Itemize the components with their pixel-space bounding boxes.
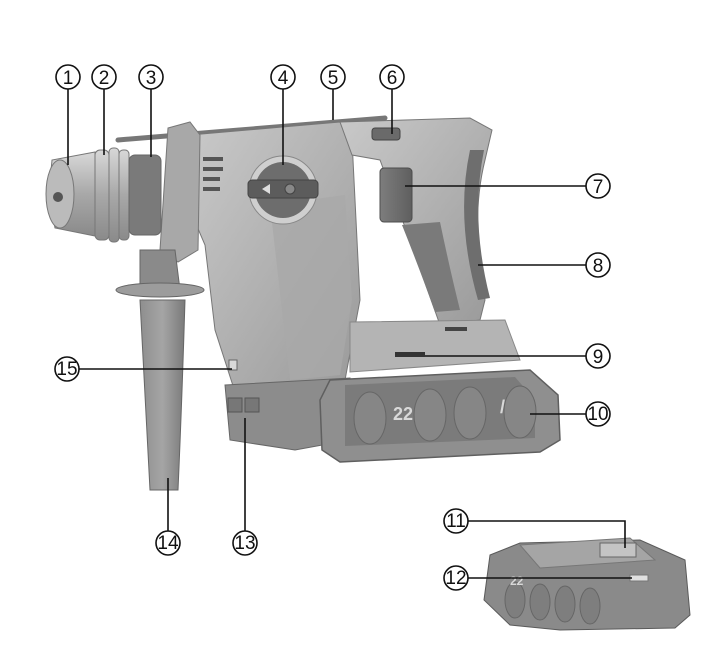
callout-15: 15 [54,356,80,382]
charge-button-12 [629,574,649,582]
leader-lines [67,89,632,579]
standalone-battery-marking: 22 [510,574,524,588]
callout-11: 11 [443,508,469,534]
callout-5: 5 [320,64,346,90]
soft-grip [464,150,490,300]
callout-4: 4 [270,64,296,90]
svg-text:8: 8 [593,256,604,277]
svg-text:1: 1 [63,68,74,89]
svg-text:9: 9 [593,347,604,368]
base-button-13b [244,397,260,413]
on-off-switch-trigger [379,167,413,223]
callout-3: 3 [138,64,164,90]
callout-7: 7 [585,173,611,199]
soft-grip-lower [402,222,460,312]
battery-release-button [395,352,425,357]
callouts: 1 2 3 4 5 6 7 8 9 10 11 12 13 14 15 [54,64,611,591]
base-button-13a [227,397,243,413]
svg-text:10: 10 [587,404,608,425]
callout-6: 6 [379,64,405,90]
auxiliary-handle [115,249,205,491]
light-indicator-15 [228,359,238,371]
svg-text:14: 14 [157,533,179,554]
battery-voltage-marking: 22 [393,404,413,424]
battery-pack-standalone: 22 [483,537,691,631]
housing-side-panel [270,195,352,380]
callout-13: 13 [232,530,258,556]
rotary-hammer-drill [45,115,521,451]
callout-14: 14 [155,530,181,556]
svg-text:11: 11 [446,511,466,532]
svg-text:2: 2 [99,68,110,89]
svg-text:7: 7 [593,177,604,198]
svg-text:12: 12 [445,568,466,589]
svg-text:6: 6 [387,68,398,89]
charge-indicator-11 [599,542,637,558]
rotational-direction-switch [371,127,401,141]
callout-2: 2 [91,64,117,90]
battery-bolt-mark: / [500,397,505,417]
callout-1: 1 [55,64,81,90]
svg-text:4: 4 [278,68,289,89]
battery-mount [349,319,521,373]
callout-8: 8 [585,252,611,278]
vent-slots [203,157,223,191]
callout-12: 12 [443,565,469,591]
mode-selector-switch [247,155,319,225]
callout-10: 10 [585,401,611,427]
tool-holder-chuck [45,147,162,243]
svg-text:13: 13 [234,533,255,554]
battery-mount-vents [445,327,467,331]
front-collar [159,121,201,263]
svg-text:5: 5 [328,68,339,89]
svg-text:3: 3 [146,68,157,89]
svg-text:15: 15 [56,359,77,380]
battery-pack-attached: 22 / [319,369,561,463]
callout-9: 9 [585,343,611,369]
